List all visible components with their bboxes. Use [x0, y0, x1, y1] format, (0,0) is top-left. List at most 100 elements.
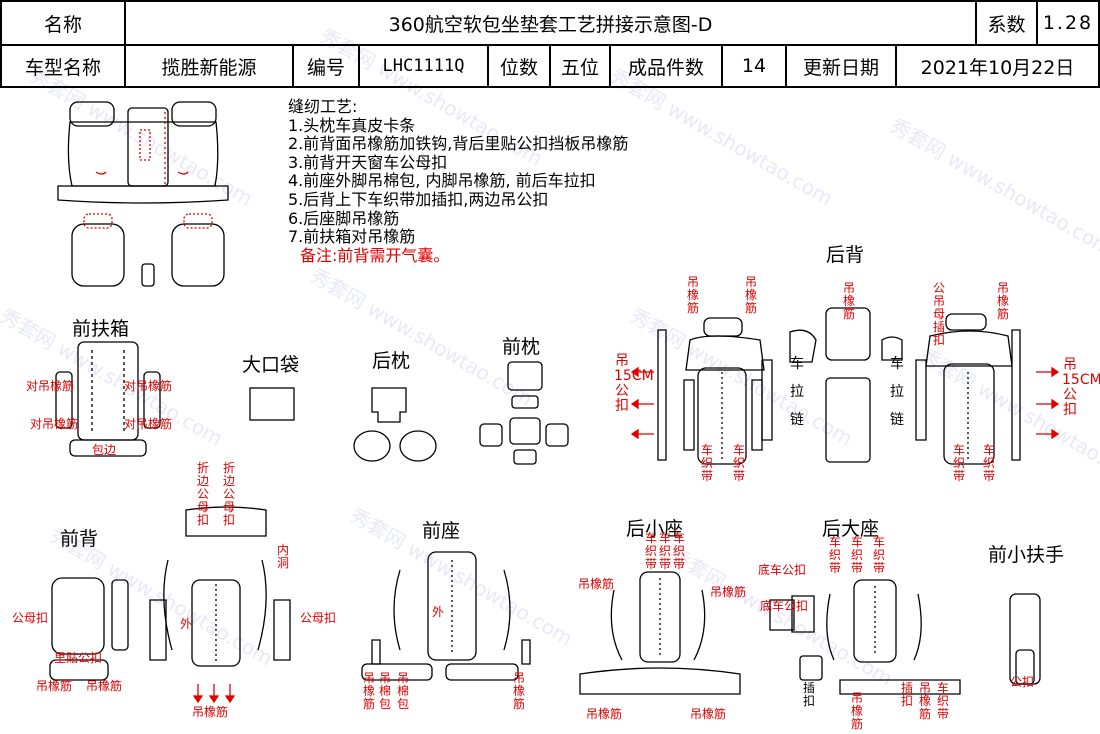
note-fold: 折边公母扣	[196, 461, 209, 527]
code-value: LHC1111Q	[382, 56, 465, 76]
note-hang: 对吊橡筋	[124, 379, 173, 393]
note-hang: 吊橡筋	[710, 585, 747, 599]
note-webbing: 车织带	[828, 535, 841, 575]
note-hang: 吊橡筋	[842, 281, 855, 321]
note-webbing: 车织带	[982, 443, 995, 483]
rear-big-seat-pattern	[769, 579, 961, 695]
note-webbing: 车织带	[952, 443, 965, 483]
header-table: 名称 360航空软包坐垫套工艺拼接示意图-D 系数 1.28 车型名称 揽胜新能…	[0, 0, 1100, 88]
rear-small-seat-pattern	[579, 571, 741, 695]
note-webbing: 车织带	[936, 681, 949, 721]
note-hang: 吊橡筋	[996, 281, 1009, 321]
note-webbing: 车织带	[850, 535, 863, 575]
note-item: 1.头枕车真皮卡条	[288, 115, 416, 135]
label-front-seat: 前座	[422, 520, 461, 542]
label-big-pocket: 大口袋	[242, 354, 300, 376]
notes-title: 缝纫工艺:	[288, 97, 358, 116]
hang-arrows	[192, 366, 1060, 704]
diagram-title: 360航空软包坐垫套工艺拼接示意图-D	[388, 13, 713, 36]
note-hang: 对吊橡筋	[124, 417, 173, 431]
rear-back-left-pattern	[657, 317, 773, 465]
note-insert: 插扣	[802, 681, 815, 708]
note-wrap: 包边	[92, 443, 117, 457]
note-webbing: 车织带	[872, 535, 885, 575]
note-hang: 吊橡筋	[86, 679, 123, 693]
seat-overview-icon	[57, 101, 229, 287]
note-buckle: 公母扣	[12, 611, 49, 625]
note-fold: 折边公母扣	[222, 461, 235, 527]
note-hang: 吊橡筋	[586, 707, 623, 721]
note-webbing: 车织带	[732, 443, 745, 483]
model-label: 车型名称	[24, 56, 101, 79]
note-gong-mu: 公吊母插扣	[932, 281, 945, 347]
label-rear-big-seat: 后大座	[822, 518, 880, 540]
note-gong-kou: 公扣	[1010, 675, 1035, 689]
date-label: 更新日期	[802, 56, 879, 79]
note-hang: 吊橡筋	[690, 707, 727, 721]
coef-value: 1.28	[1042, 12, 1094, 34]
note-zipper: 车拉链	[790, 356, 804, 428]
code-label: 编号	[306, 56, 345, 79]
note-insert: 插扣	[900, 681, 913, 708]
note-outer: 外	[180, 617, 193, 631]
front-back-pattern	[49, 506, 291, 681]
note-item: 4.前座外脚吊棉包, 内脚吊橡筋, 前后车拉扣	[288, 171, 596, 191]
note-bottom-buckle: 底车公扣	[758, 563, 807, 577]
name-label: 名称	[43, 13, 82, 36]
note-webbing: 车织带	[700, 443, 713, 483]
note-webbing: 车织带	[658, 531, 671, 571]
note-hang: 吊橡筋	[362, 671, 375, 711]
label-front-small-armrest: 前小扶手	[988, 544, 1065, 566]
note-hang: 对吊橡筋	[26, 379, 75, 393]
note-webbing: 车织带	[644, 531, 657, 571]
note-item: 2.前背面吊橡筋加铁钩,背后里贴公扣挡板吊橡筋	[288, 134, 629, 154]
model-value: 揽胜新能源	[161, 56, 257, 79]
seats-value: 五位	[560, 56, 599, 79]
sewing-notes: 缝纫工艺: 1.头枕车真皮卡条 2.前背面吊橡筋加铁钩,背后里贴公扣挡板吊橡筋 …	[288, 97, 629, 265]
label-rear-small-seat: 后小座	[626, 518, 684, 540]
date-value: 2021年10月22日	[920, 56, 1075, 79]
notes-remark: 备注:前背需开气囊。	[300, 245, 450, 265]
note-hang: 吊橡筋	[36, 679, 73, 693]
note-hang: 对吊橡筋	[30, 417, 79, 431]
note-outer: 外	[432, 605, 445, 619]
rear-headrest-pattern	[353, 387, 437, 462]
front-seat-pattern	[361, 551, 531, 681]
label-front-headrest: 前枕	[502, 336, 541, 358]
note-inner-hole: 内洞	[276, 543, 289, 570]
note-cotton: 吊棉包	[396, 671, 409, 711]
note-cotton: 吊棉包	[378, 671, 391, 711]
note-item: 6.后座脚吊橡筋	[288, 208, 400, 228]
note-hang: 吊橡筋	[578, 577, 615, 591]
rear-back-right-pattern	[915, 313, 1021, 465]
big-pocket-pattern	[249, 387, 295, 421]
note-hang: 吊橡筋	[686, 275, 699, 315]
front-small-armrest-pattern	[1009, 593, 1041, 685]
note-hang: 吊橡筋	[918, 681, 931, 721]
note-bottom-buckle: 底车公扣	[760, 599, 809, 613]
note-hang: 吊橡筋	[512, 671, 525, 711]
note-item: 7.前扶箱对吊橡筋	[288, 227, 416, 247]
note-zipper: 车拉链	[890, 356, 904, 428]
label-front-back: 前背	[60, 528, 99, 550]
seats-label: 位数	[499, 56, 538, 79]
note-hang: 吊橡筋	[850, 691, 863, 731]
note-item: 5.后背上下车织带加插扣,两边吊公扣	[288, 189, 549, 209]
note-item: 3.前背开天窗车公母扣	[288, 152, 448, 172]
label-rear-headrest: 后枕	[372, 350, 411, 372]
pieces-label: 成品件数	[627, 56, 704, 79]
note-hang: 吊橡筋	[744, 275, 757, 315]
note-hang-15cm: 吊15CM公扣	[614, 353, 654, 414]
label-rear-back: 后背	[826, 244, 865, 266]
note-back-stick: 里贴公扣	[54, 651, 103, 665]
note-hang: 吊橡筋	[192, 705, 229, 719]
front-headrest-pattern	[479, 361, 569, 465]
note-hang-15cm: 吊15CM公扣	[1062, 357, 1100, 418]
label-front-armrest: 前扶箱	[72, 318, 130, 340]
note-webbing: 车织带	[672, 531, 685, 571]
note-buckle: 公母扣	[300, 611, 337, 625]
pieces-value: 14	[741, 55, 767, 77]
front-armrest-pattern	[55, 341, 161, 457]
rear-back-middle-pattern	[789, 307, 903, 463]
